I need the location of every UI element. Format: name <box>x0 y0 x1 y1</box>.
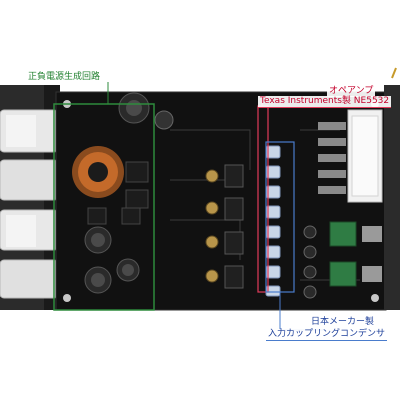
regulator-ics <box>87 161 149 225</box>
opamp-chips <box>224 164 244 289</box>
power-supply-label: 正負電源生成回路 <box>26 72 103 83</box>
capacitor-maker-label: 日本メーカー製 <box>309 317 377 328</box>
toroid-inductor <box>72 146 124 198</box>
right-side-caps <box>303 225 317 299</box>
power-connector <box>347 109 383 203</box>
lead-wire <box>391 67 397 79</box>
capacitor-desc-label: 入力カップリングコンデンサ <box>266 329 388 341</box>
right-rear-panel <box>384 85 400 310</box>
opamp-model-label: Texas Instruments製 NE5532 <box>258 96 392 108</box>
power-supply-highlight-box <box>53 103 155 311</box>
pin-header <box>318 122 346 194</box>
gold-caps <box>205 169 219 283</box>
left-jacks <box>0 109 59 299</box>
electrolytic-caps <box>84 92 174 294</box>
opamp-label: オペアンプ <box>327 86 376 97</box>
volume-pots <box>329 221 382 287</box>
